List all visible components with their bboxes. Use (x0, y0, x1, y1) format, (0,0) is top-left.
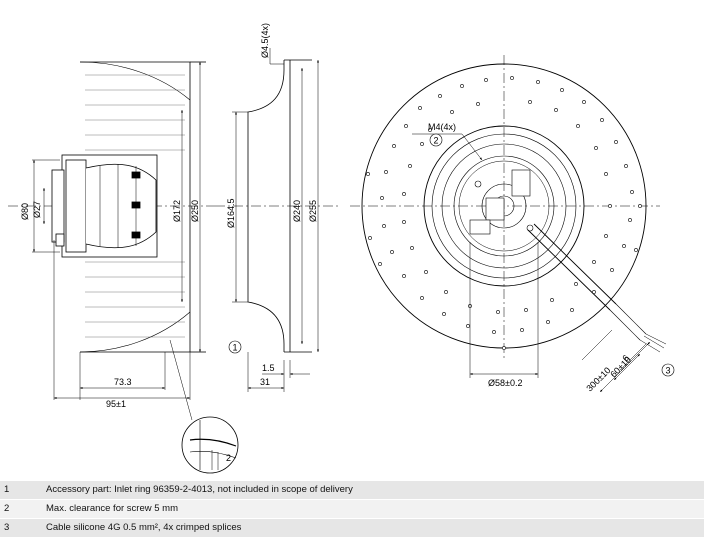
note-text: Cable silicone 4G 0.5 mm², 4x crimped sp… (46, 522, 242, 533)
note-text: Max. clearance for screw 5 mm (46, 503, 178, 514)
dim-d255: Ø255 (308, 200, 318, 222)
dim-cable-6: 6 (620, 353, 631, 364)
detail-view (169, 339, 239, 474)
note-row: 1 Accessory part: Inlet ring 96359-2-401… (0, 481, 704, 500)
dim-95: 95±1 (106, 399, 126, 409)
svg-text:1: 1 (233, 343, 238, 353)
note-row: 2 Max. clearance for screw 5 mm (0, 500, 704, 519)
technical-drawing: Ø80 Ø27 Ø172 Ø250 73.3 95±1 2 Ø4.5( (8, 23, 675, 474)
note-number: 3 (4, 522, 10, 533)
dim-1-5: 1.5 (262, 363, 275, 373)
dim-d172: Ø172 (172, 200, 182, 222)
callout-3: 3 (661, 363, 675, 377)
dim-31: 31 (260, 377, 270, 387)
dim-m4: M4(4x) (428, 122, 456, 132)
svg-text:2: 2 (434, 136, 439, 146)
dim-gap-2: 2 (226, 453, 231, 463)
dim-cable-300: 300±10 (584, 365, 612, 393)
dim-d27: Ø27 (32, 201, 42, 218)
side-view-fan (8, 61, 215, 353)
dim-d164-5: Ø164.5 (226, 198, 236, 228)
note-text: Accessory part: Inlet ring 96359-2-4013,… (46, 484, 353, 495)
front-view-holes (366, 76, 642, 350)
dim-hole-4-5: Ø4.5(4x) (260, 23, 270, 58)
callout-2: 2 (429, 133, 443, 147)
dim-d80: Ø80 (20, 203, 30, 220)
front-view (350, 55, 667, 360)
callout-1: 1 (228, 340, 242, 354)
note-number: 2 (4, 503, 10, 514)
svg-text:3: 3 (666, 366, 671, 376)
dim-73-3: 73.3 (114, 377, 132, 387)
note-number: 1 (4, 484, 10, 495)
dim-d250: Ø250 (190, 200, 200, 222)
note-row: 3 Cable silicone 4G 0.5 mm², 4x crimped … (0, 519, 704, 538)
dim-d240: Ø240 (292, 200, 302, 222)
notes-table: 1 Accessory part: Inlet ring 96359-2-401… (0, 481, 704, 538)
dim-d58: Ø58±0.2 (488, 378, 522, 388)
